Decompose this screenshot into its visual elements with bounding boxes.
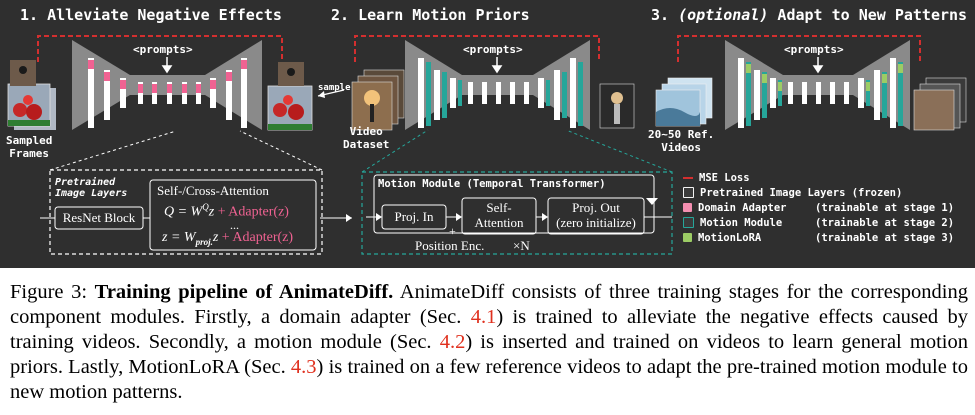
legend-item-domain-adapter: Domain Adapter (trainable at stage 1) (683, 200, 954, 215)
figure-panel: 1. Alleviate Negative Effects 2. Learn M… (0, 0, 975, 268)
self-attention-label: Self- Attention (474, 200, 524, 230)
legend-trainable: (trainable at stage 2) (815, 216, 955, 229)
legend-label: MotionLoRA (698, 231, 762, 244)
domain-adapter-swatch-icon (683, 203, 692, 212)
prompts-label-3: <prompts> (784, 43, 844, 56)
motionlora-swatch-icon (683, 233, 692, 242)
legend-trainable: (trainable at stage 3) (815, 231, 955, 244)
motion-module-title: Motion Module (Temporal Transformer) (378, 178, 606, 190)
pipeline-diagram (7, 35, 967, 255)
pretrained-layers-title: Pretrained Image Layers (55, 177, 128, 199)
stage-3-title: 3. (optional) Adapt to New Patterns (651, 6, 968, 24)
output-frame-stage-2 (599, 83, 635, 129)
query-equation: Q = WQz + Adapter(z) (164, 202, 289, 220)
legend-item-motion-module: Motion Module (trainable at stage 2) (683, 215, 954, 230)
prompts-label-2: <prompts> (463, 43, 523, 56)
section-link[interactable]: 4.2 (439, 331, 466, 353)
pretrained-swatch-icon (683, 187, 694, 198)
resnet-block-label: ResNet Block (62, 210, 136, 225)
video-dataset-image (351, 69, 405, 131)
unet-stage-2 (405, 40, 590, 130)
unet-stage-3 (725, 40, 910, 130)
stage-1-title: 1. Alleviate Negative Effects (20, 6, 282, 24)
legend-trainable: (trainable at stage 1) (815, 201, 955, 214)
prompts-label-1: <prompts> (133, 43, 193, 56)
equation-ellipsis: ... (230, 218, 239, 232)
unet-stage-1 (72, 40, 262, 130)
stage-2-title: 2. Learn Motion Priors (331, 6, 530, 24)
legend: MSE Loss Pretrained Image Layers (frozen… (683, 170, 954, 245)
output-frame-stage-1 (267, 62, 313, 131)
video-dataset-label: Video Dataset (343, 125, 390, 151)
figure-caption: Figure 3: Training pipeline of AnimateDi… (10, 281, 969, 403)
sampled-frames-label: Sampled Frames (6, 134, 53, 160)
output-frames-stage-3 (913, 77, 967, 131)
motion-module-swatch-icon (683, 217, 694, 228)
sampled-frames-image (7, 60, 56, 130)
mse-loss-brackets (37, 35, 921, 62)
legend-item-mse: MSE Loss (683, 170, 902, 185)
section-link[interactable]: 4.3 (290, 356, 317, 378)
proj-out-label: Proj. Out (zero initialize) (556, 200, 636, 230)
ref-videos-image (655, 77, 713, 127)
projection-equation: z = Wproj.z + Adapter(z) (162, 230, 294, 247)
mse-loss-icon (683, 176, 693, 179)
legend-label: Motion Module (700, 216, 783, 229)
ref-videos-label: 20~50 Ref. Videos (648, 128, 715, 154)
plus-sign: + (449, 224, 456, 238)
proj-in-label: Proj. In (394, 209, 434, 224)
legend-label: Domain Adapter (698, 201, 787, 214)
position-encoding-label: Position Enc. (415, 238, 485, 253)
legend-label: Pretrained Image Layers (frozen) (700, 186, 903, 199)
repeat-n-label: ×N (513, 238, 530, 253)
section-link[interactable]: 4.1 (470, 306, 497, 328)
legend-item-motionlora: MotionLoRA (trainable at stage 3) (683, 230, 954, 245)
sample-label: sample (318, 83, 351, 93)
attention-title: Self-/Cross-Attention (157, 183, 269, 198)
legend-label: MSE Loss (699, 171, 750, 184)
legend-item-pretrained: Pretrained Image Layers (frozen) (683, 185, 902, 200)
